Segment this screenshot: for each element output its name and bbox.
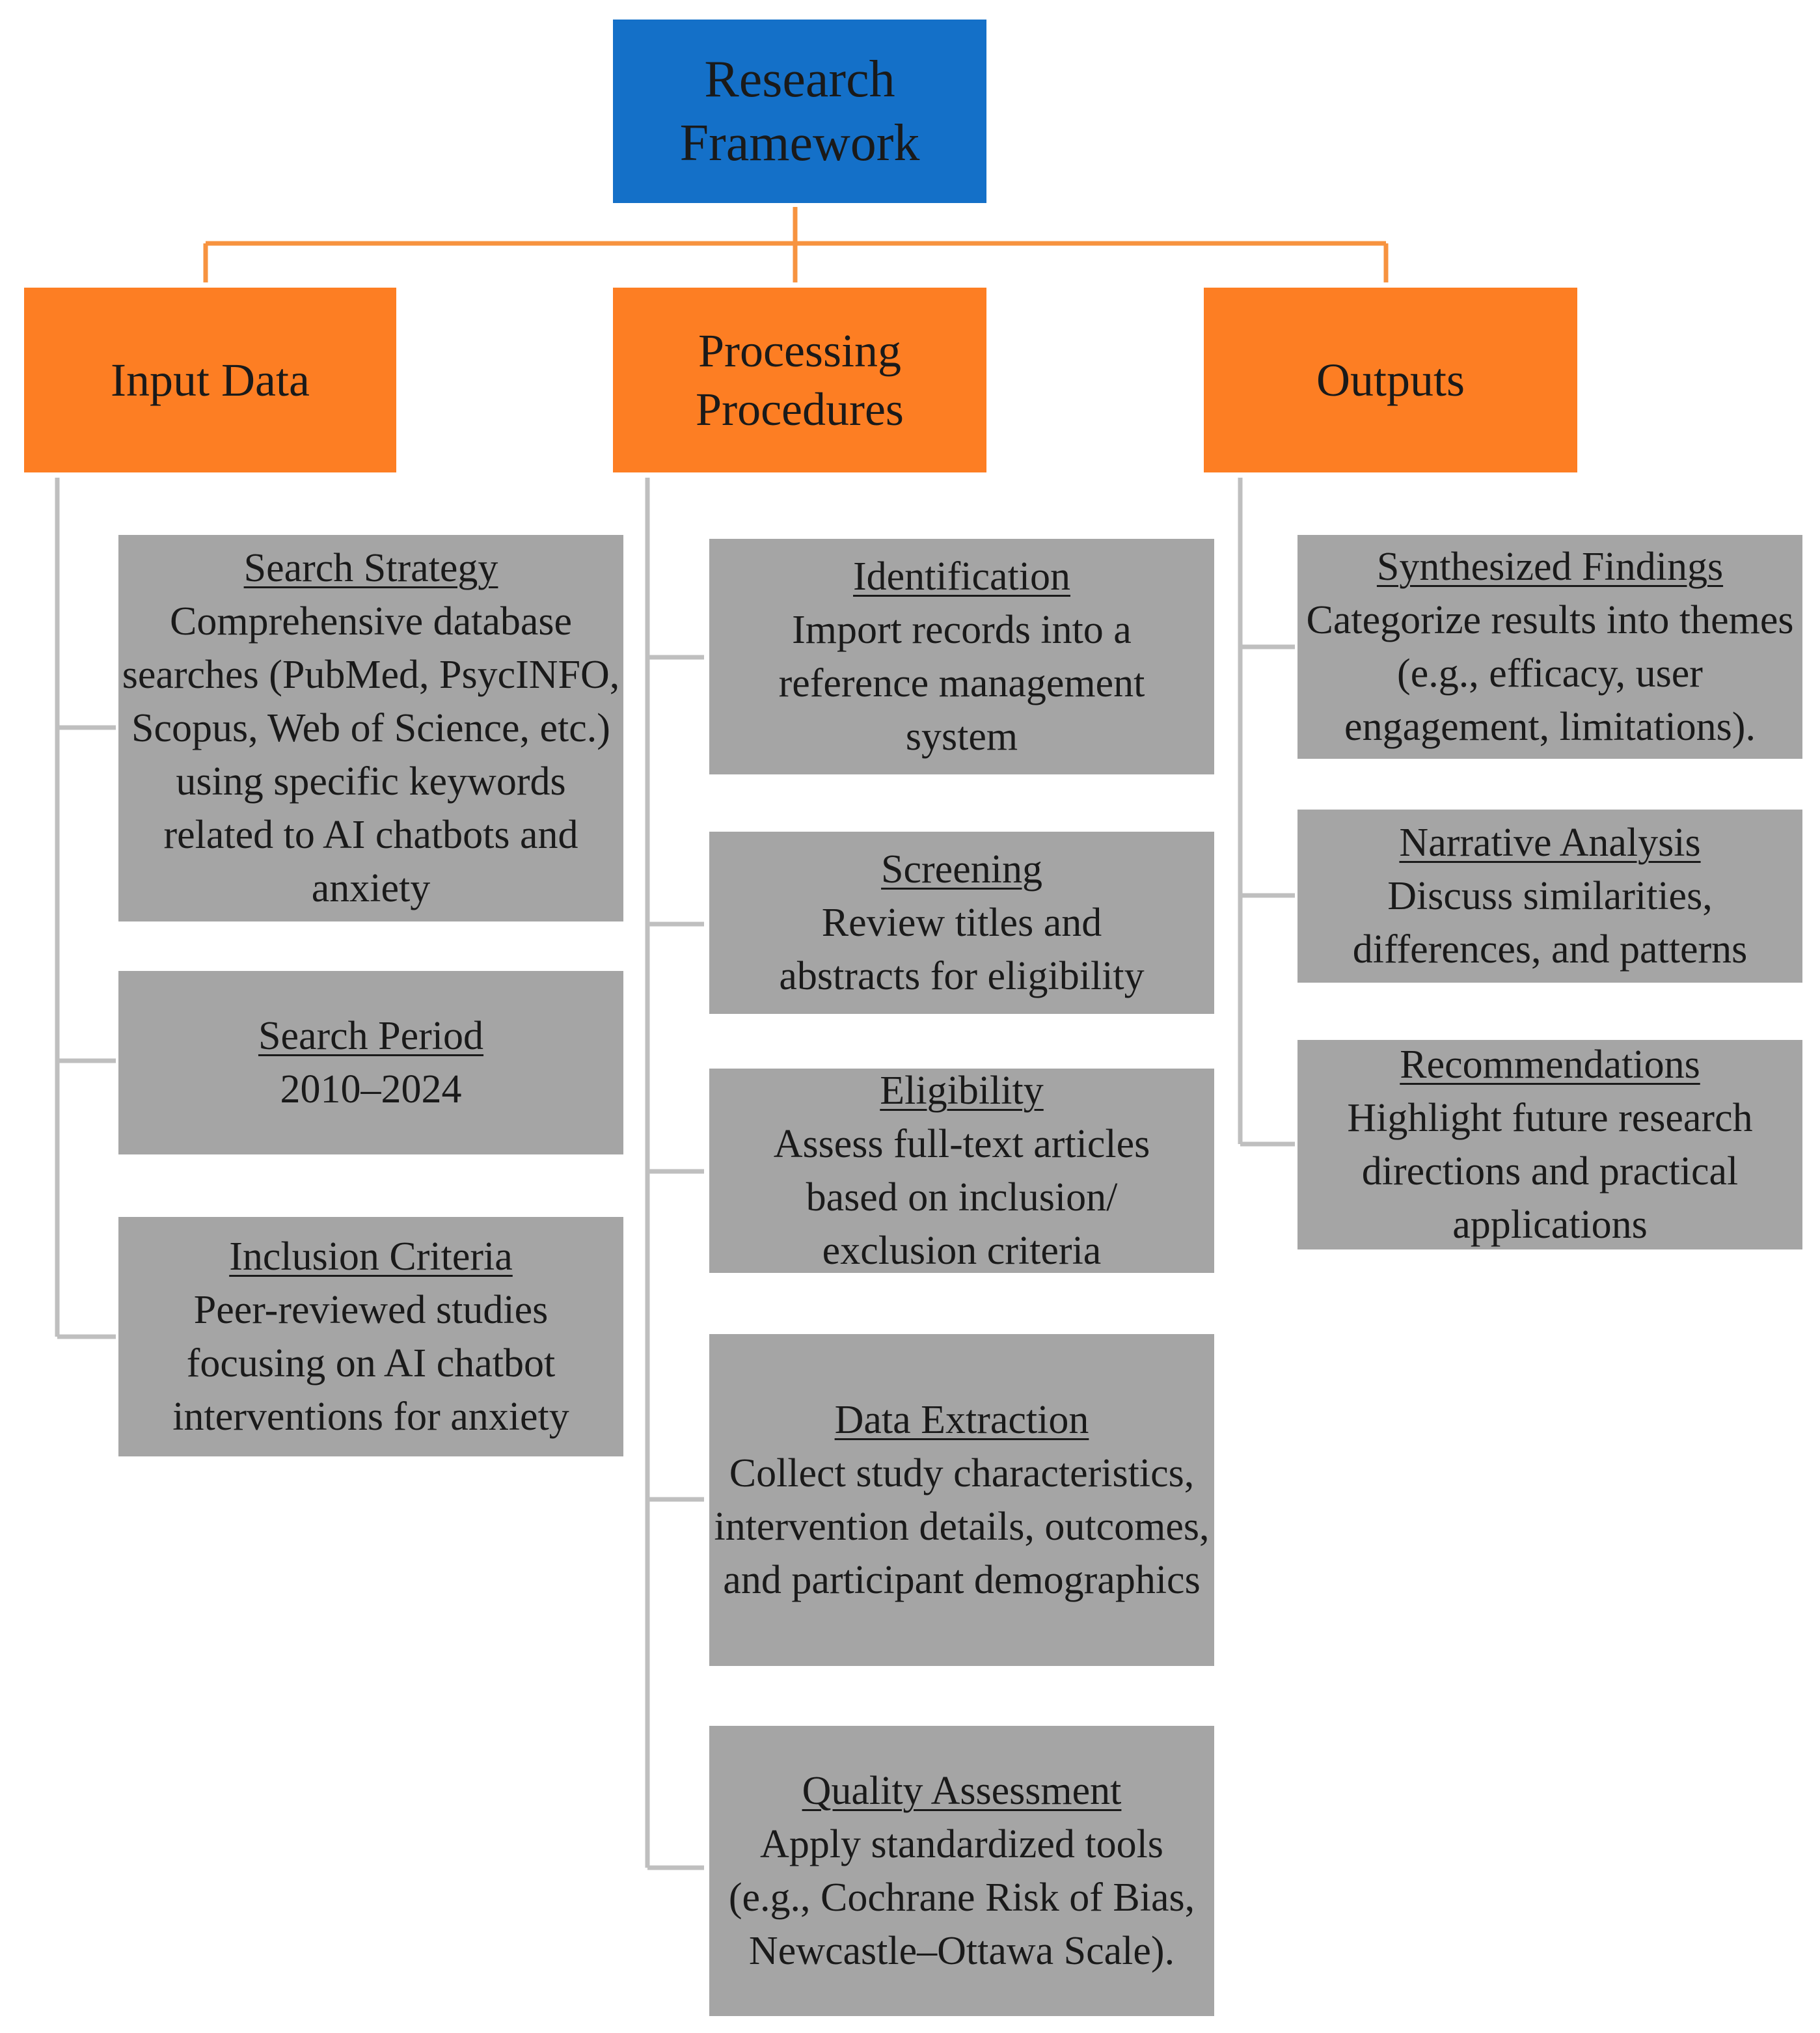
header-outputs: Outputs: [1204, 288, 1577, 472]
item-text: Highlight future research directions and…: [1347, 1096, 1753, 1247]
item-text: Review titles and abstracts for eligibil…: [779, 901, 1145, 998]
item-quality-assessment: Quality Assessment Apply standardized to…: [709, 1726, 1214, 2016]
item-title: Data Extraction: [834, 1398, 1089, 1442]
item-text: Assess full-text articles based on inclu…: [773, 1122, 1150, 1273]
root-title: Research Framework: [679, 51, 920, 172]
item-title: Eligibility: [880, 1069, 1044, 1113]
header-input-data: Input Data: [24, 288, 396, 472]
header-processing-procedures: Processing Procedures: [613, 288, 986, 472]
item-title: Synthesized Findings: [1376, 545, 1724, 589]
root-connectors: [203, 207, 1389, 282]
item-text: Collect study characteristics, intervent…: [714, 1451, 1210, 1602]
root-box: Research Framework: [613, 20, 986, 203]
item-identification: Identification Import records into a ref…: [709, 539, 1214, 774]
item-search-strategy: Search Strategy Comprehensive database s…: [118, 535, 623, 921]
item-title: Identification: [853, 554, 1070, 599]
item-title: Quality Assessment: [802, 1769, 1122, 1813]
item-synthesized-findings: Synthesized Findings Categorize results …: [1297, 535, 1802, 759]
item-eligibility: Eligibility Assess full-text articles ba…: [709, 1069, 1214, 1273]
item-text: Comprehensive database searches (PubMed,…: [122, 599, 620, 910]
item-inclusion-criteria: Inclusion Criteria Peer-reviewed studies…: [118, 1217, 623, 1456]
header-label: Outputs: [1316, 354, 1465, 406]
item-recommendations: Recommendations Highlight future researc…: [1297, 1040, 1802, 1249]
item-narrative-analysis: Narrative Analysis Discuss similarities,…: [1297, 810, 1802, 983]
item-text: 2010–2024: [280, 1067, 462, 1112]
item-title: Search Period: [258, 1014, 484, 1058]
item-title: Inclusion Criteria: [229, 1235, 513, 1279]
item-search-period: Search Period 2010–2024: [118, 971, 623, 1154]
header-label: Processing Procedures: [696, 325, 904, 435]
item-screening: Screening Review titles and abstracts fo…: [709, 832, 1214, 1014]
header-label: Input Data: [111, 354, 310, 406]
item-title: Search Strategy: [243, 546, 498, 590]
item-text: Peer-reviewed studies focusing on AI cha…: [172, 1288, 569, 1439]
item-text: Apply standardized tools (e.g., Cochrane…: [728, 1822, 1195, 1973]
item-title: Screening: [881, 847, 1042, 892]
item-text: Discuss similarities, differences, and p…: [1352, 874, 1748, 972]
item-text: Categorize results into themes (e.g., ef…: [1306, 598, 1794, 749]
branch-connectors: [55, 478, 1295, 1870]
item-title: Narrative Analysis: [1399, 821, 1701, 865]
item-data-extraction: Data Extraction Collect study characteri…: [709, 1334, 1214, 1666]
item-title: Recommendations: [1400, 1043, 1700, 1087]
item-text: Import records into a reference manageme…: [778, 608, 1145, 759]
